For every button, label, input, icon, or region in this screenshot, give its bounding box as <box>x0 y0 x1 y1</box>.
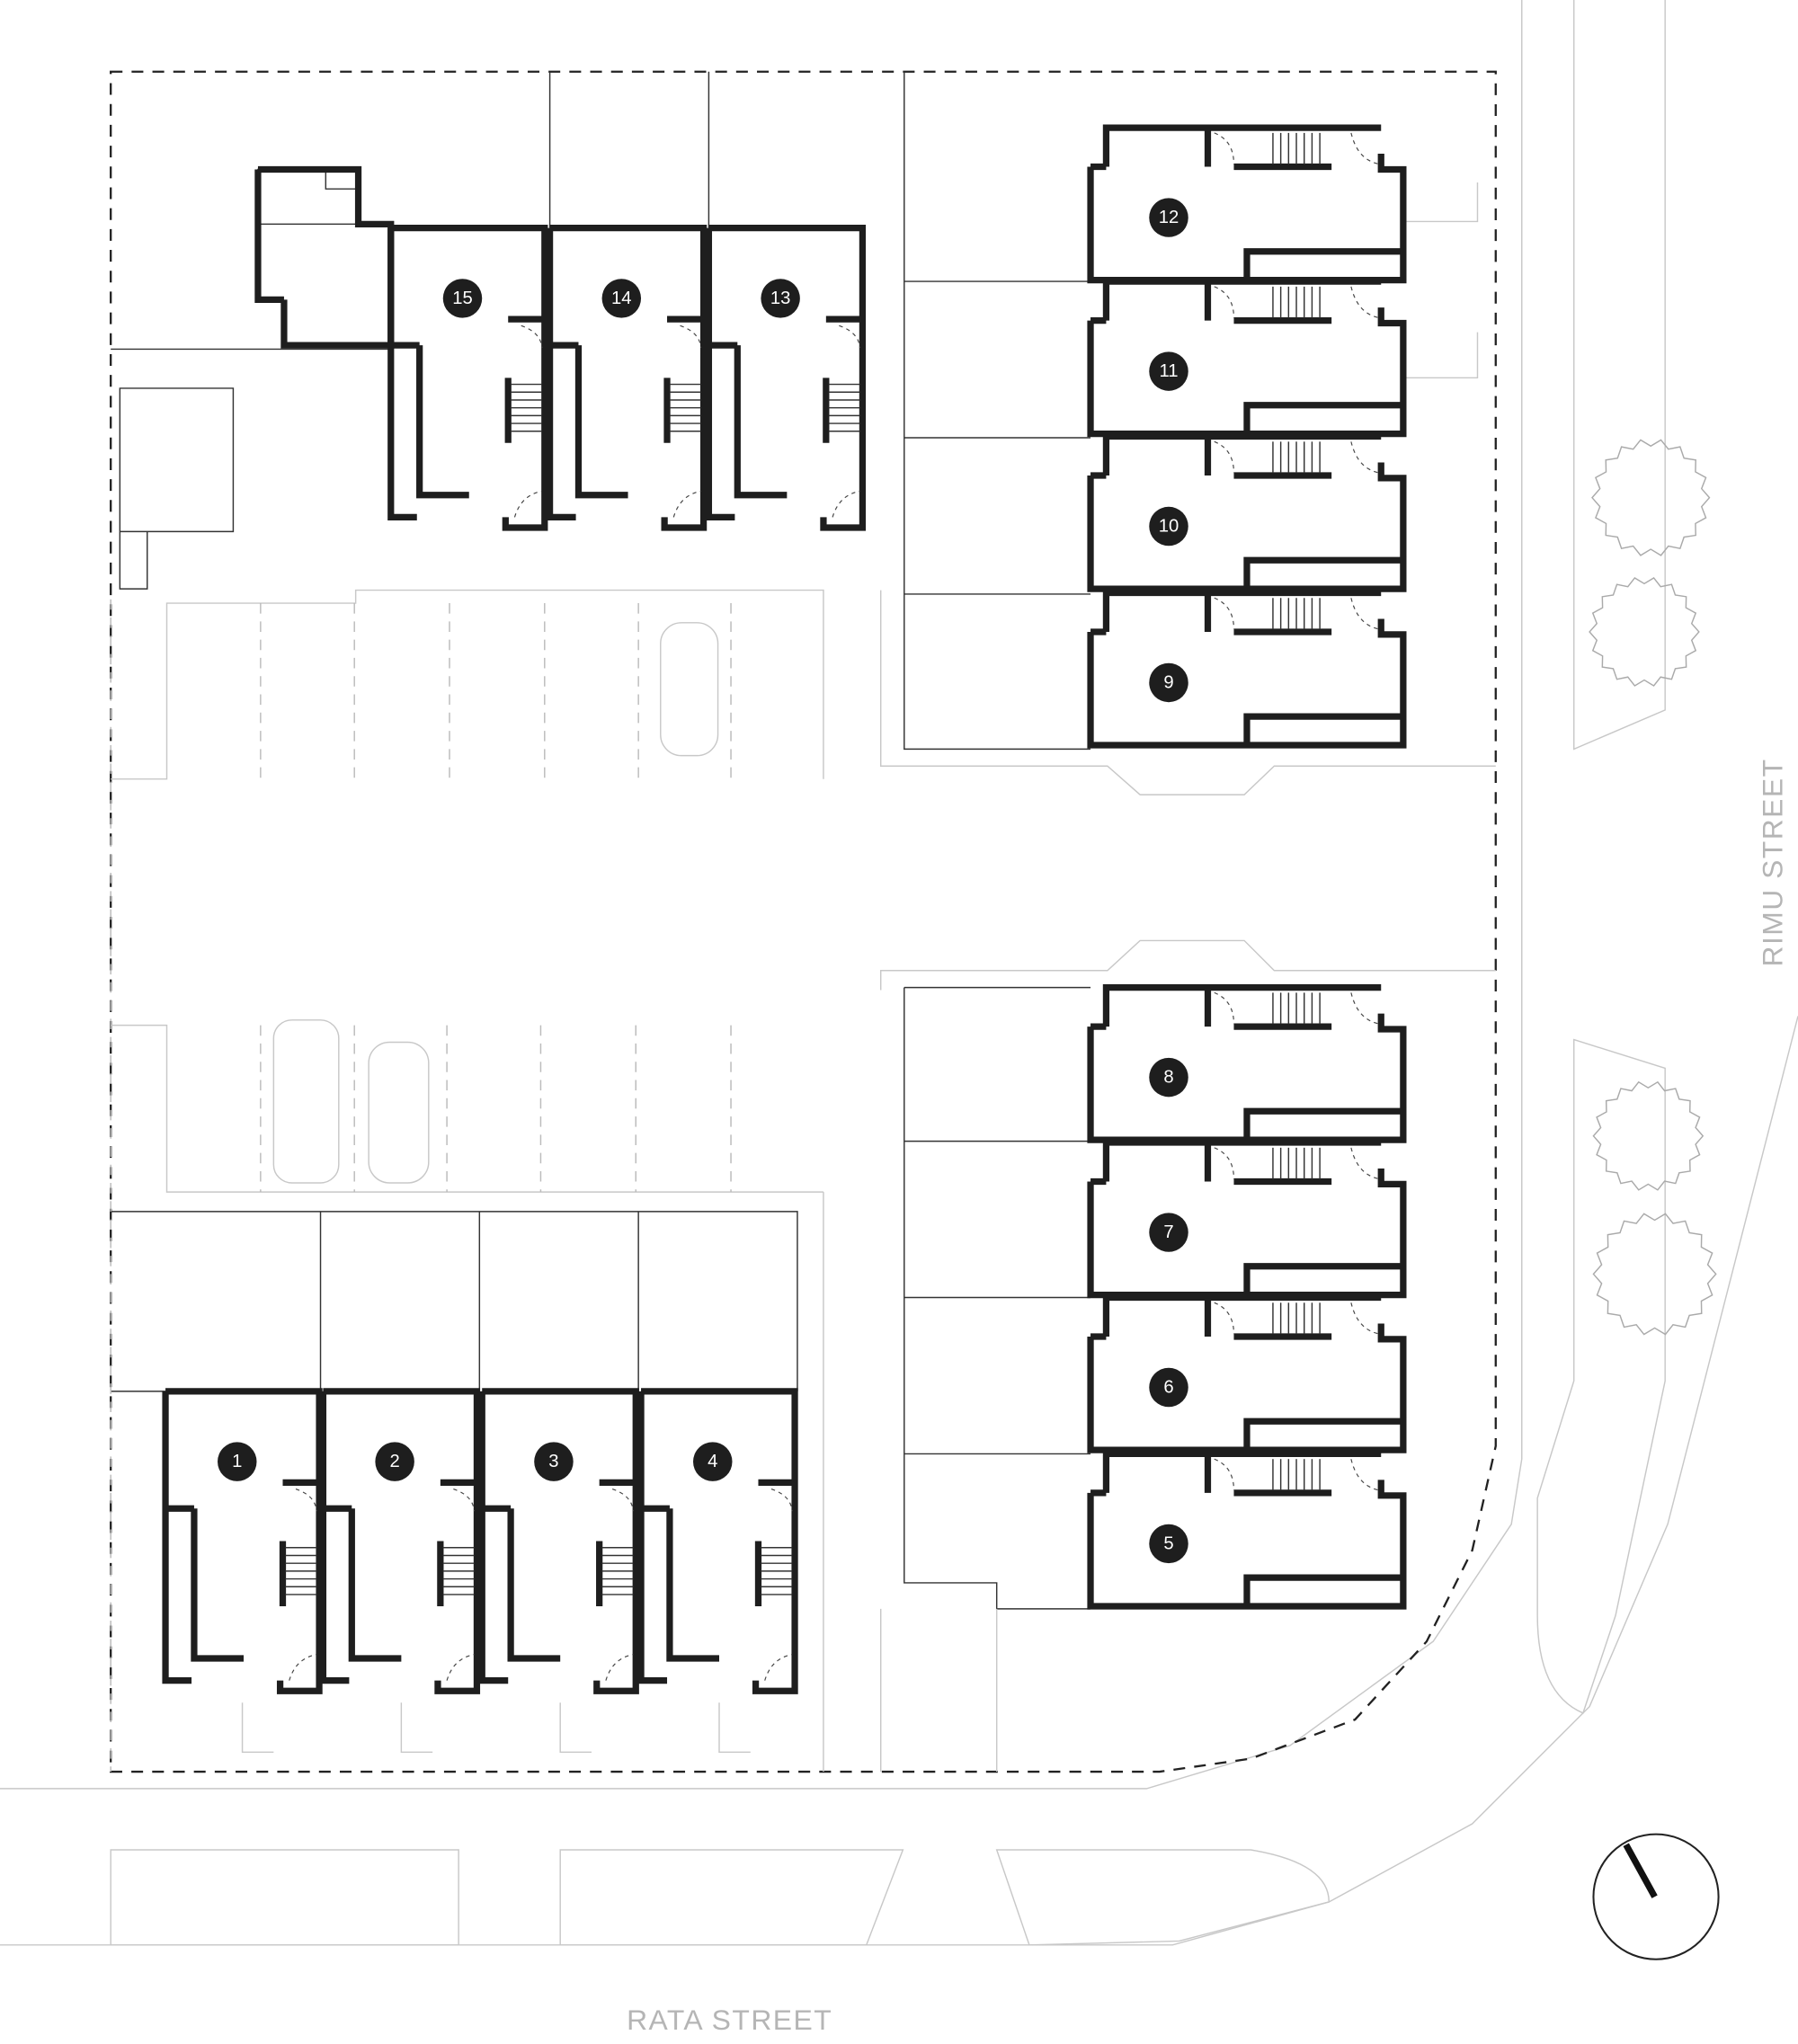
unit-walls <box>478 1388 639 1694</box>
unit-badge <box>761 279 800 318</box>
tree-icon <box>1591 439 1711 556</box>
unit-badge <box>693 1442 733 1481</box>
unit-badge <box>218 1442 257 1481</box>
unit-label: 3 <box>548 1452 558 1471</box>
unit-label: 5 <box>1163 1533 1173 1553</box>
unit-label: 6 <box>1163 1378 1173 1398</box>
unit-walls <box>637 1388 798 1694</box>
unit-label: 10 <box>1159 517 1179 537</box>
unit-label: 1 <box>232 1452 242 1471</box>
unit-label: 11 <box>1159 361 1178 381</box>
unit-4[interactable]: 4 <box>637 1388 798 1694</box>
unit-walls <box>1087 124 1407 284</box>
unit-badge <box>442 279 483 318</box>
unit-label: 14 <box>611 289 632 308</box>
unit-walls <box>162 1388 323 1694</box>
unit-8[interactable]: 8 <box>1087 983 1407 1143</box>
unit-walls <box>1087 1450 1407 1610</box>
unit-12[interactable]: 12 <box>1087 124 1407 284</box>
unit-badge <box>1149 1213 1188 1252</box>
unit-badge <box>1149 351 1188 391</box>
unit-walls <box>1087 589 1407 749</box>
unit-11[interactable]: 11 <box>1087 278 1407 438</box>
unit-label: 2 <box>389 1452 399 1471</box>
unit-label: 13 <box>770 289 791 308</box>
unit-9[interactable]: 9 <box>1087 589 1407 749</box>
unit-walls <box>387 225 548 531</box>
tree-icon <box>1592 1080 1705 1191</box>
tree-icon <box>1589 576 1700 687</box>
street-label-rata: RATA STREET <box>627 2004 832 2036</box>
unit-badge <box>375 1442 414 1481</box>
unit-badge <box>601 279 642 318</box>
street-label-rimu: RIMU STREET <box>1757 758 1789 966</box>
car-icon <box>368 1041 430 1184</box>
cars <box>272 622 719 1184</box>
unit-2[interactable]: 2 <box>319 1388 481 1694</box>
unit-label: 7 <box>1163 1222 1173 1242</box>
unit-15[interactable]: 15 <box>387 225 548 531</box>
lot-lines <box>111 71 1091 1610</box>
unit-walls <box>1087 1139 1407 1299</box>
north-arrow-icon <box>1592 1833 1720 1960</box>
unit-14[interactable]: 14 <box>546 225 708 531</box>
tree-icon <box>1592 1213 1717 1336</box>
unit-label: 12 <box>1159 208 1179 227</box>
unit-label: 9 <box>1163 672 1173 692</box>
unit-13[interactable]: 13 <box>705 225 867 531</box>
unit-walls <box>705 225 867 531</box>
unit-badge <box>1149 1367 1188 1408</box>
unit-5[interactable]: 5 <box>1087 1450 1407 1610</box>
trees <box>1589 439 1717 1336</box>
unit-walls <box>319 1388 481 1694</box>
community-building <box>254 165 395 349</box>
unit-walls <box>546 225 708 531</box>
unit-label: 15 <box>452 289 473 308</box>
unit-walls <box>1087 278 1407 438</box>
unit-walls <box>1087 983 1407 1143</box>
unit-label: 4 <box>708 1452 717 1471</box>
unit-walls <box>1087 1293 1407 1453</box>
unit-1[interactable]: 1 <box>162 1388 323 1694</box>
unit-10[interactable]: 10 <box>1087 432 1407 592</box>
roads <box>0 0 1798 1946</box>
unit-6[interactable]: 6 <box>1087 1293 1407 1453</box>
unit-walls <box>1087 432 1407 592</box>
parking-area <box>110 182 1496 1773</box>
unit-badge <box>534 1442 574 1481</box>
unit-3[interactable]: 3 <box>478 1388 639 1694</box>
unit-badge <box>1149 662 1188 703</box>
unit-badge <box>1149 506 1188 547</box>
unit-7[interactable]: 7 <box>1087 1139 1407 1299</box>
unit-badge <box>1149 1524 1188 1564</box>
car-icon <box>660 622 719 757</box>
unit-badge <box>1149 1057 1188 1098</box>
car-icon <box>272 1019 340 1184</box>
unit-badge <box>1149 198 1188 237</box>
unit-label: 8 <box>1163 1068 1173 1088</box>
site-boundary <box>110 70 1497 1773</box>
